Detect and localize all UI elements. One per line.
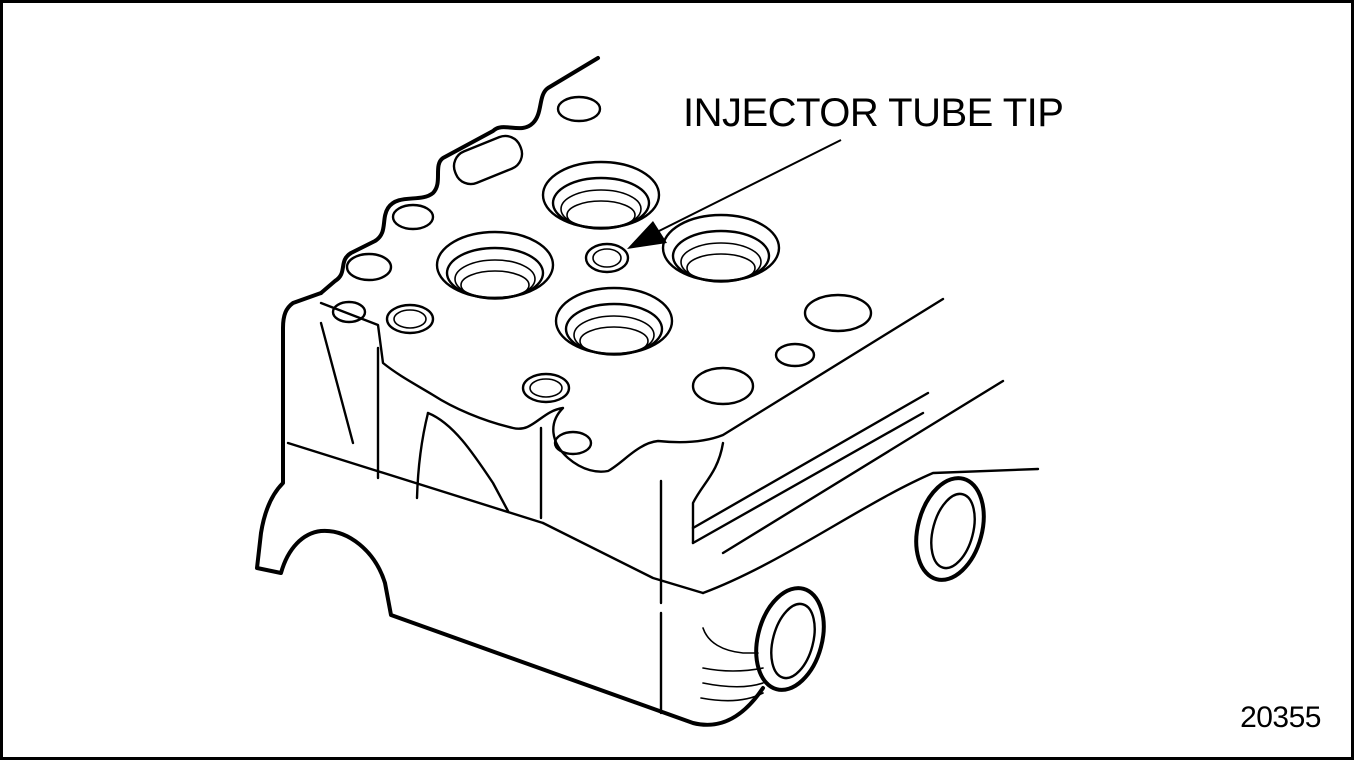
side-front-line: [541, 521, 705, 595]
deck-hole-3: [345, 252, 393, 282]
front-rib-1: [319, 321, 355, 445]
deck-front-edge: [319, 297, 945, 473]
cylinder-head-drawing: [255, 56, 1040, 727]
lower-bracket-4: [700, 692, 764, 702]
callout-leader-line: [650, 139, 842, 236]
front-rib-3: [415, 411, 430, 500]
figure-number: 20355: [1240, 701, 1321, 734]
lower-bracket-3: [702, 682, 764, 688]
deck-top-edge: [319, 56, 600, 295]
deck-hole-5-inner: [393, 309, 427, 329]
valve-seat-bottom: [554, 286, 674, 356]
side-port-1-outer: [754, 586, 826, 692]
valve-seat-top: [541, 160, 661, 230]
side-top-line: [286, 441, 545, 525]
front-rib-4: [426, 411, 510, 513]
lower-bracket-2: [702, 667, 764, 672]
deck-hole-9: [774, 342, 816, 368]
lower-bracket: [702, 627, 759, 654]
deck-hole-7: [553, 430, 593, 456]
deck-hole-1: [556, 95, 602, 123]
deck-hole-10: [691, 366, 755, 406]
deck-hole-8: [803, 293, 873, 333]
deck-hole-5-outer: [385, 303, 435, 335]
deck-hole-2: [391, 203, 435, 231]
injector-tube-tip-inner: [592, 248, 622, 268]
deck-slot: [452, 134, 524, 186]
callout-label: INJECTOR TUBE TIP: [683, 91, 1064, 135]
side-rail-3: [721, 379, 1005, 555]
deck-hole-6-inner: [529, 378, 563, 398]
corner-curve: [691, 441, 725, 545]
side-port-2-inner: [930, 492, 976, 570]
deck-hole-6-outer: [521, 372, 571, 404]
side-port-1-inner: [770, 602, 816, 680]
valve-seat-right: [661, 213, 781, 283]
deck-hole-4: [331, 300, 367, 324]
side-port-2-outer: [914, 476, 986, 582]
side-rail-2: [691, 411, 925, 545]
side-upper-rail: [691, 391, 930, 530]
callout-arrowhead: [627, 221, 667, 249]
injector-tube-tip-outer: [584, 242, 630, 274]
head-left-outline: [255, 291, 765, 727]
valve-seat-left: [435, 230, 555, 300]
side-right-edge: [701, 467, 1040, 595]
